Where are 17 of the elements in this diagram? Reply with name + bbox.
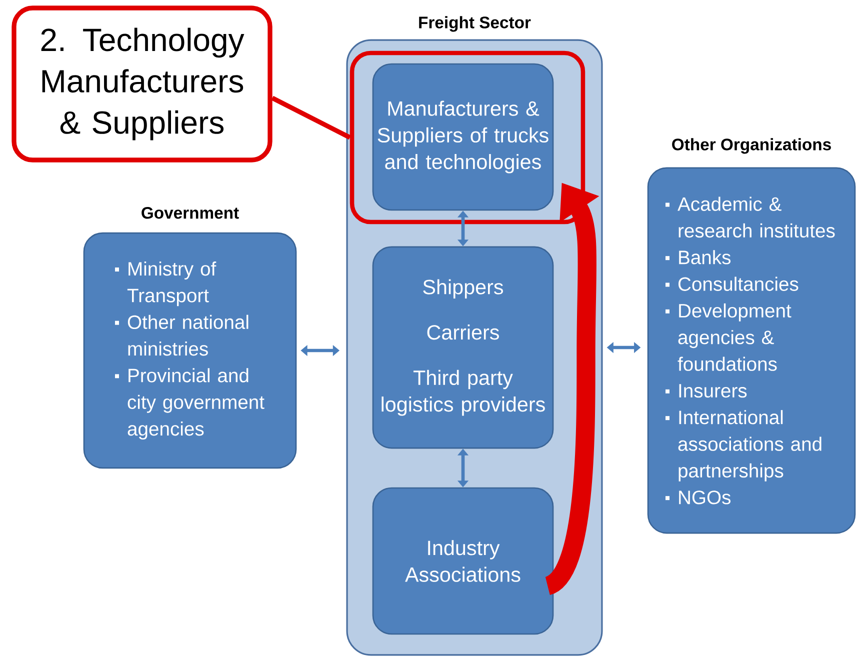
process-box: Manufacturers & Suppliers of trucks and technologies <box>372 63 554 211</box>
heading: Government <box>142 206 239 219</box>
list-box: Ministry of Transport Other national ministries Provincial and city government agencies <box>83 232 297 469</box>
node-label: Banks <box>679 250 731 264</box>
node-label: NGOs <box>679 490 731 504</box>
node-label: Development agencies & foundations <box>678 303 792 371</box>
node-label: Academic & research institutes <box>678 196 835 238</box>
node-label: International associations and partnerships <box>678 410 822 482</box>
highlight-frame <box>350 50 586 224</box>
node-label: Insurers <box>679 384 747 398</box>
callout-box: 2. Technology Manufacturers & Suppliers <box>12 6 272 162</box>
process-box: Shippers Carriers Third party logistics providers <box>372 246 554 449</box>
list-box: Academic & research institutes Banks Consultancies Development agencies & foundations Insurers International associations and partnerships NGOs <box>647 167 856 534</box>
heading: Other Organizations <box>672 138 831 154</box>
process-box: Industry Associations <box>372 487 554 635</box>
node-label: Consultancies <box>678 276 798 291</box>
heading: Freight Sector <box>419 16 531 32</box>
